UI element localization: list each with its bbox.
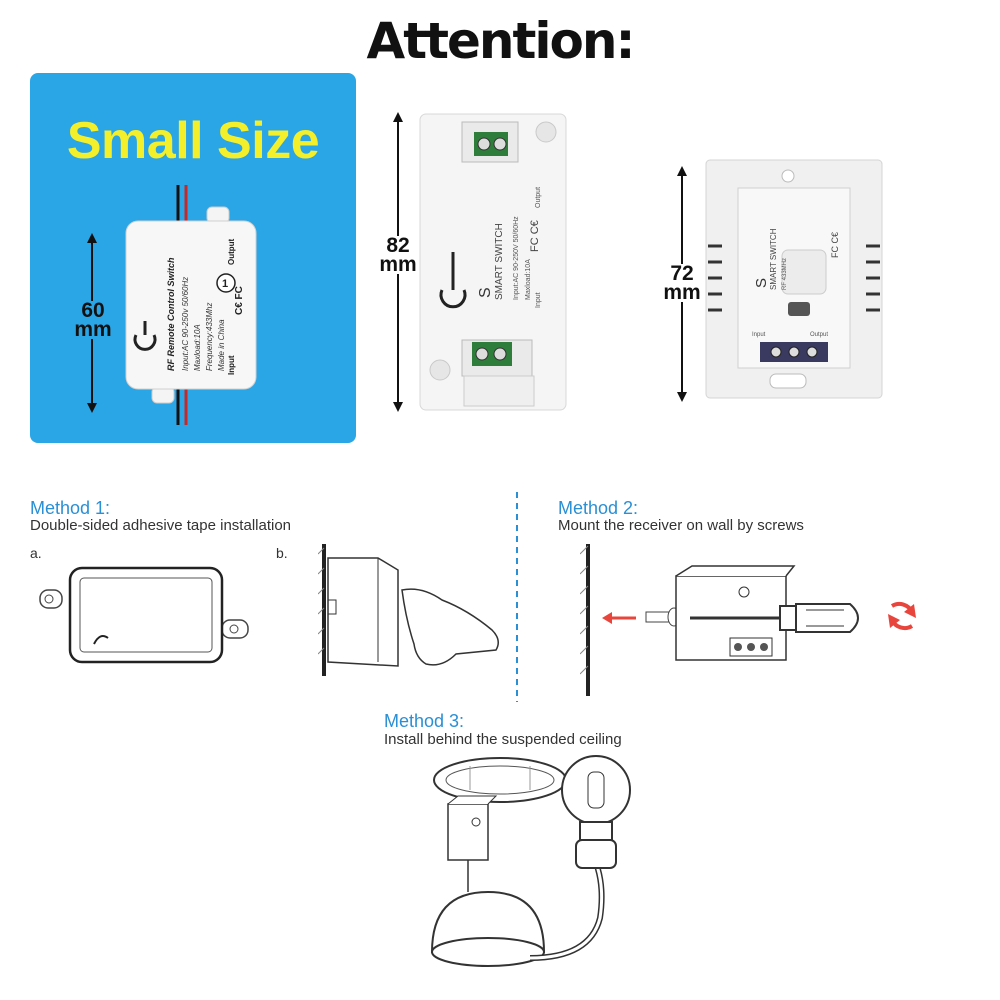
svg-text:FC C€: FC C€	[830, 232, 840, 258]
device-title: RF Remote Control Switch	[166, 257, 176, 371]
dimension-value: 60	[81, 299, 105, 322]
press-to-wall-illustration	[318, 544, 499, 676]
device-spec-line: Maxload:10A	[525, 259, 532, 300]
small-size-label: Small Size	[66, 112, 320, 170]
warranty-badge-icon	[216, 273, 236, 293]
svg-text:FC C€: FC C€	[529, 220, 541, 252]
brand-logo-icon: S	[477, 287, 494, 298]
page-title: Attention:	[366, 12, 636, 70]
output-label: Output	[227, 238, 236, 265]
step-a-label: a.	[30, 545, 42, 561]
ce-fc-icon: FC C€	[529, 220, 541, 252]
dimension-label-72: 72 mm	[657, 262, 707, 304]
input-label: Input	[535, 292, 542, 308]
method-3-description: Install behind the suspended ceiling	[384, 731, 622, 748]
screw-mount-illustration	[580, 544, 916, 696]
method-2-description: Mount the receiver on wall by screws	[558, 517, 804, 534]
output-label: Output	[535, 187, 542, 208]
hand-icon	[401, 588, 499, 666]
screwdriver-icon	[795, 603, 859, 633]
dimension-value: 82	[386, 234, 410, 257]
adhesive-tape-illustration	[39, 566, 249, 664]
rotate-icon	[888, 601, 916, 631]
method-2-title: Method 2:	[558, 498, 639, 518]
dimension-label-82: 82 mm	[373, 234, 423, 276]
receiver-82mm-device: SMART SWITCH Input:AC 90-250V 50/60Hz Ma…	[419, 113, 567, 411]
method-1-title: Method 1:	[30, 498, 111, 518]
brand-logo-icon: S	[753, 278, 770, 288]
output-label: Output	[810, 332, 828, 338]
ce-fc-icon: C€ FC	[234, 286, 245, 315]
ce-fc-icon: FC C€	[830, 232, 840, 258]
badge-number: 1	[222, 278, 228, 290]
input-label: Input	[227, 355, 236, 375]
device-spec-line: Input:AC 90-250v 50/60Hz	[181, 277, 190, 371]
receiver-icon	[447, 803, 489, 861]
method-1-description: Double-sided adhesive tape installation	[30, 517, 292, 534]
device-spec-line: Maxload:10A	[193, 324, 202, 371]
method-divider	[516, 492, 518, 702]
step-b-label: b.	[276, 545, 288, 561]
dimension-unit: mm	[379, 253, 417, 276]
device-brand: SMART SWITCH	[494, 223, 505, 300]
device-frequency: RF 433MHz	[782, 258, 788, 290]
dimension-unit: mm	[74, 318, 112, 341]
device-spec-line: Input:AC 90-250V 50/60Hz	[513, 216, 520, 300]
device-spec-line: Made in China	[217, 319, 226, 371]
receiver-72mm-device: Input Output S SMART SWITCH RF 433MHz FC…	[705, 159, 883, 399]
dimension-value: 72	[670, 262, 694, 285]
light-bulb-icon	[561, 755, 631, 869]
small-size-panel: Small Size 60 mm RF Remote Control Switc…	[30, 73, 356, 443]
device-spec-line: Frequency:433Mhz	[205, 303, 214, 371]
device-brand: SMART SWITCH	[769, 228, 778, 290]
small-receiver-device: RF Remote Control Switch Input:AC 90-250…	[125, 185, 257, 425]
ceiling-install-illustration	[430, 755, 631, 967]
svg-text:C€ FC: C€ FC	[234, 286, 245, 315]
input-label: Input	[752, 332, 766, 338]
method-3-title: Method 3:	[384, 711, 465, 731]
dimension-label-60: 60 mm	[68, 299, 118, 341]
dimension-unit: mm	[663, 281, 701, 304]
